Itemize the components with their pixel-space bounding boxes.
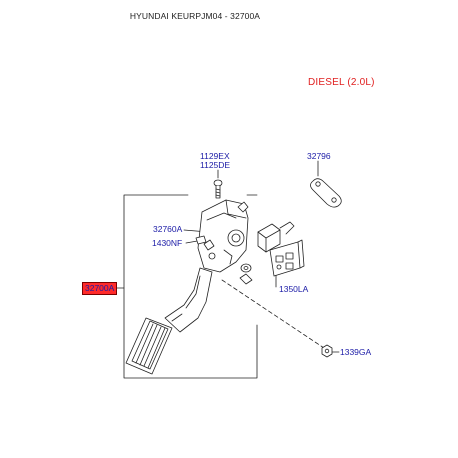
assembly-frame — [123, 194, 258, 379]
connector-part — [257, 221, 295, 253]
pedal-arm — [164, 267, 213, 333]
part-label-1125de[interactable]: 1125DE — [200, 160, 231, 170]
part-label-1339ga[interactable]: 1339GA — [340, 347, 372, 357]
part-label-1350la[interactable]: 1350LA — [279, 284, 309, 294]
part-label-32700a[interactable]: 32700A — [82, 282, 118, 295]
clip-part — [195, 235, 207, 245]
part-label-32760a[interactable]: 32760A — [153, 224, 183, 234]
bushing-part — [239, 263, 253, 285]
part-label-1430nf[interactable]: 1430NF — [152, 238, 183, 248]
pedal-pad — [125, 317, 173, 375]
part-label-1129ex[interactable]: 1129EX — [200, 151, 230, 161]
engine-variant-label: DIESEL (2.0L) — [308, 77, 375, 88]
pedal-housing — [197, 199, 249, 273]
gasket-part — [310, 178, 342, 208]
alignment-dashed-line — [221, 279, 328, 351]
bolt-part — [213, 179, 223, 199]
part-label-32796[interactable]: 32796 — [307, 151, 331, 161]
diagram-title: HYUNDAI KEURPJM04 - 32700A — [129, 11, 261, 21]
bracket-plate-part — [269, 239, 305, 277]
nut-part — [321, 344, 333, 358]
